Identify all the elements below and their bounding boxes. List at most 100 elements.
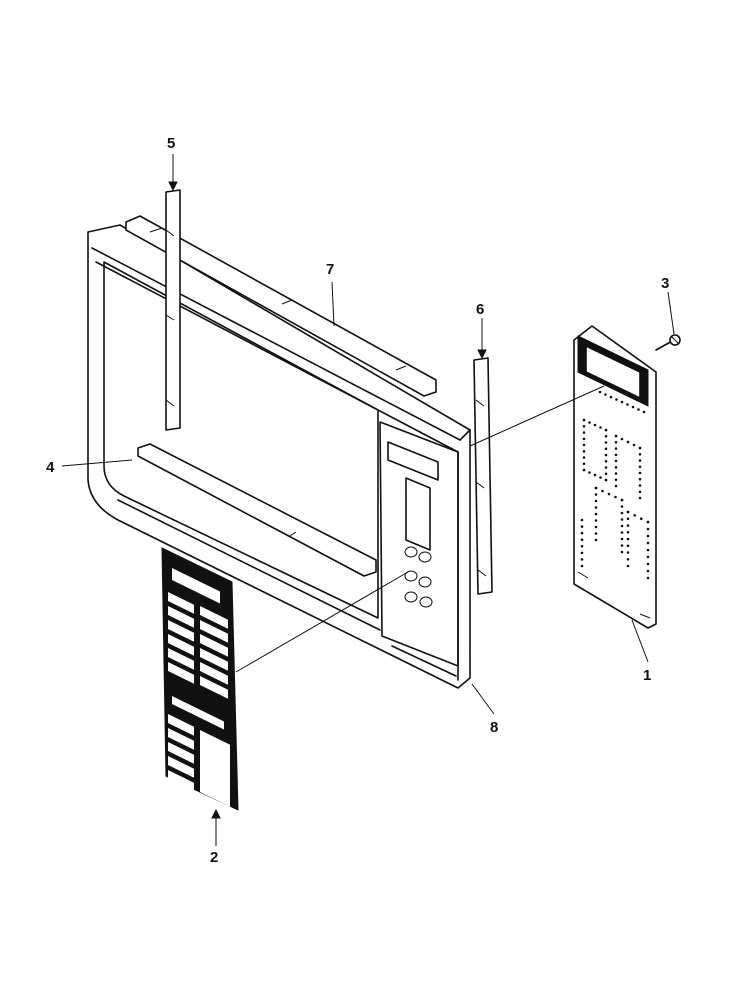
solder-dot <box>594 499 598 503</box>
vertical-strip-part-6 <box>473 357 493 595</box>
solder-dot <box>626 531 630 534</box>
solder-dot <box>620 537 624 541</box>
solder-dot <box>646 548 650 552</box>
solder-dot <box>582 431 586 434</box>
solder-dot <box>582 462 586 466</box>
solder-dot <box>582 468 586 472</box>
solder-dot <box>638 465 642 469</box>
solder-dot <box>582 425 586 428</box>
solder-dot <box>594 512 598 516</box>
solder-dot <box>638 459 642 462</box>
solder-dot <box>638 484 642 487</box>
solder-dot <box>604 478 608 482</box>
keypad-overlay-part-2 <box>161 547 239 811</box>
solder-dot <box>638 471 642 475</box>
overlay-key-cell <box>168 620 194 642</box>
solder-dot <box>604 441 608 444</box>
callout-3: 3 <box>661 275 669 292</box>
solder-dot <box>620 544 624 547</box>
solder-dot <box>614 447 618 450</box>
solder-dot <box>594 525 598 529</box>
callout-7: 7 <box>326 261 334 278</box>
solder-dot <box>646 562 650 566</box>
solder-dot <box>604 460 608 463</box>
solder-dot <box>594 519 598 522</box>
solder-dot <box>626 551 630 554</box>
solder-dot <box>594 493 598 496</box>
solder-dot <box>594 506 598 509</box>
top-strip-part-7 <box>125 215 437 397</box>
solder-dot <box>604 428 608 432</box>
solder-dot <box>614 495 617 499</box>
solder-dot <box>607 492 611 496</box>
solder-dot <box>615 398 618 401</box>
solder-dot <box>626 544 630 548</box>
solder-dot <box>599 426 602 429</box>
solder-dot <box>640 517 643 520</box>
callout-1: 1 <box>643 667 651 684</box>
solder-dot <box>638 446 642 450</box>
solder-dot <box>626 537 630 541</box>
overlay-key-cell <box>168 592 194 614</box>
solder-dot <box>626 558 630 561</box>
solder-dot <box>614 466 618 469</box>
solder-dot <box>646 541 650 545</box>
solder-dot <box>620 531 624 534</box>
overlay-key-cell <box>200 648 228 671</box>
solder-dot <box>580 545 584 548</box>
solder-dot <box>580 551 584 555</box>
solder-dot <box>638 490 642 494</box>
solder-dot <box>580 531 584 535</box>
solder-dot <box>604 435 608 438</box>
overlay-key-cells <box>168 568 230 807</box>
solder-dot <box>601 489 604 493</box>
solder-dot <box>638 496 642 500</box>
solder-dot <box>580 564 584 568</box>
solder-dot <box>582 418 586 422</box>
solder-dot <box>582 450 586 453</box>
solder-dot <box>631 405 635 409</box>
solder-dot <box>604 393 607 396</box>
solder-dot <box>580 518 584 522</box>
solder-dot <box>620 437 624 441</box>
overlay-key-cell <box>168 770 194 792</box>
solder-dot <box>626 510 630 514</box>
solder-dot <box>626 564 630 568</box>
overlay-key-cell <box>168 648 194 670</box>
solder-dot <box>614 459 618 463</box>
overlay-key-cell <box>172 696 224 730</box>
overlay-key-cell <box>172 568 220 604</box>
solder-dot <box>620 505 624 508</box>
callout-6: 6 <box>476 301 484 318</box>
overlay-key-cell <box>200 634 228 657</box>
solder-dot <box>646 534 650 538</box>
solder-dot <box>580 558 584 561</box>
solder-dot <box>646 555 650 559</box>
leader-lines <box>61 154 675 846</box>
overlay-key-cell <box>200 606 228 629</box>
overlay-key-cell <box>168 742 194 764</box>
overlay-key-cell <box>200 620 228 643</box>
solder-dot <box>582 443 586 447</box>
solder-dot <box>620 498 624 502</box>
solder-dot <box>620 524 624 528</box>
solder-dot <box>614 484 618 488</box>
callout-labels: 5 7 6 3 4 1 8 2 <box>46 135 669 866</box>
solder-dot <box>646 569 650 573</box>
solder-dot <box>638 453 642 456</box>
solder-dot <box>614 434 618 438</box>
solder-dot <box>614 441 618 444</box>
solder-dot <box>620 550 624 554</box>
solder-dot <box>646 576 650 580</box>
solder-dot <box>626 517 630 521</box>
solder-dots <box>580 390 650 580</box>
solder-dot <box>594 538 598 542</box>
solder-dot <box>646 527 650 531</box>
overlay-key-cell <box>168 714 194 736</box>
overlay-key-cell <box>200 676 228 699</box>
solder-dot <box>582 437 586 441</box>
callout-8: 8 <box>490 719 498 736</box>
overlay-key-cell <box>200 730 230 807</box>
solder-dot <box>646 520 650 524</box>
